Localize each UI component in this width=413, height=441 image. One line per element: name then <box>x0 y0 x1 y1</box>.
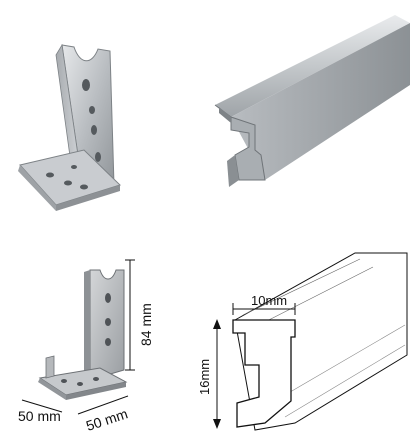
profile-dimension-drawing: 10mm 16mm <box>195 245 413 441</box>
bracket-dimension-drawing: 84 mm 50 mm 50 mm <box>0 250 175 441</box>
bracket-width-label: 50 mm <box>18 408 61 424</box>
bracket-height-label: 84 mm <box>138 303 154 346</box>
profile-height-label: 16mm <box>197 359 212 395</box>
bracket-photo <box>10 35 140 215</box>
aluminium-profile-photo <box>205 5 410 195</box>
profile-width-label: 10mm <box>251 293 287 308</box>
